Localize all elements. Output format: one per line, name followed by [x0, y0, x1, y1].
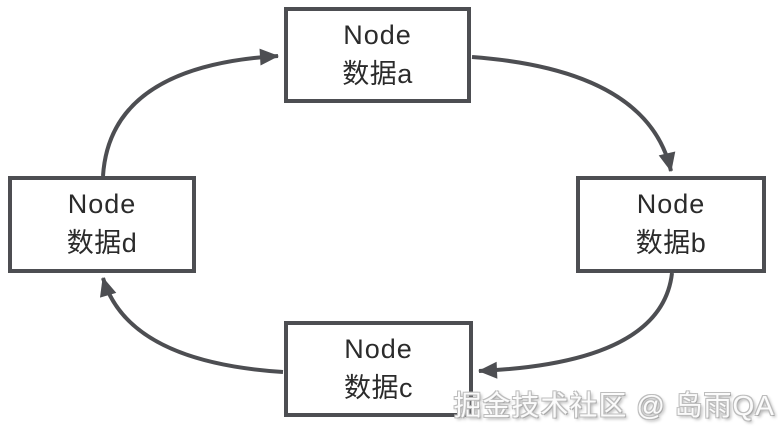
- node-c: Node 数据c: [284, 321, 473, 417]
- node-a: Node 数据a: [284, 7, 471, 103]
- node-d-subtitle: 数据d: [66, 228, 138, 258]
- node-c-title: Node: [344, 333, 413, 364]
- node-d: Node 数据d: [8, 176, 196, 273]
- node-b-title: Node: [636, 189, 706, 220]
- arrow-c-to-d: [100, 277, 284, 374]
- node-b: Node 数据b: [576, 176, 766, 273]
- arrow-a-to-b: [471, 55, 676, 172]
- watermark: 掘金技术社区 @ 岛雨QA: [453, 390, 775, 421]
- node-b-subtitle: 数据b: [635, 228, 707, 258]
- node-d-title: Node: [67, 189, 137, 220]
- node-a-title: Node: [343, 19, 412, 50]
- node-c-subtitle: 数据c: [344, 372, 413, 403]
- arrow-b-to-c: [478, 272, 674, 379]
- arrow-d-to-a: [101, 48, 279, 177]
- node-a-subtitle: 数据a: [342, 58, 413, 89]
